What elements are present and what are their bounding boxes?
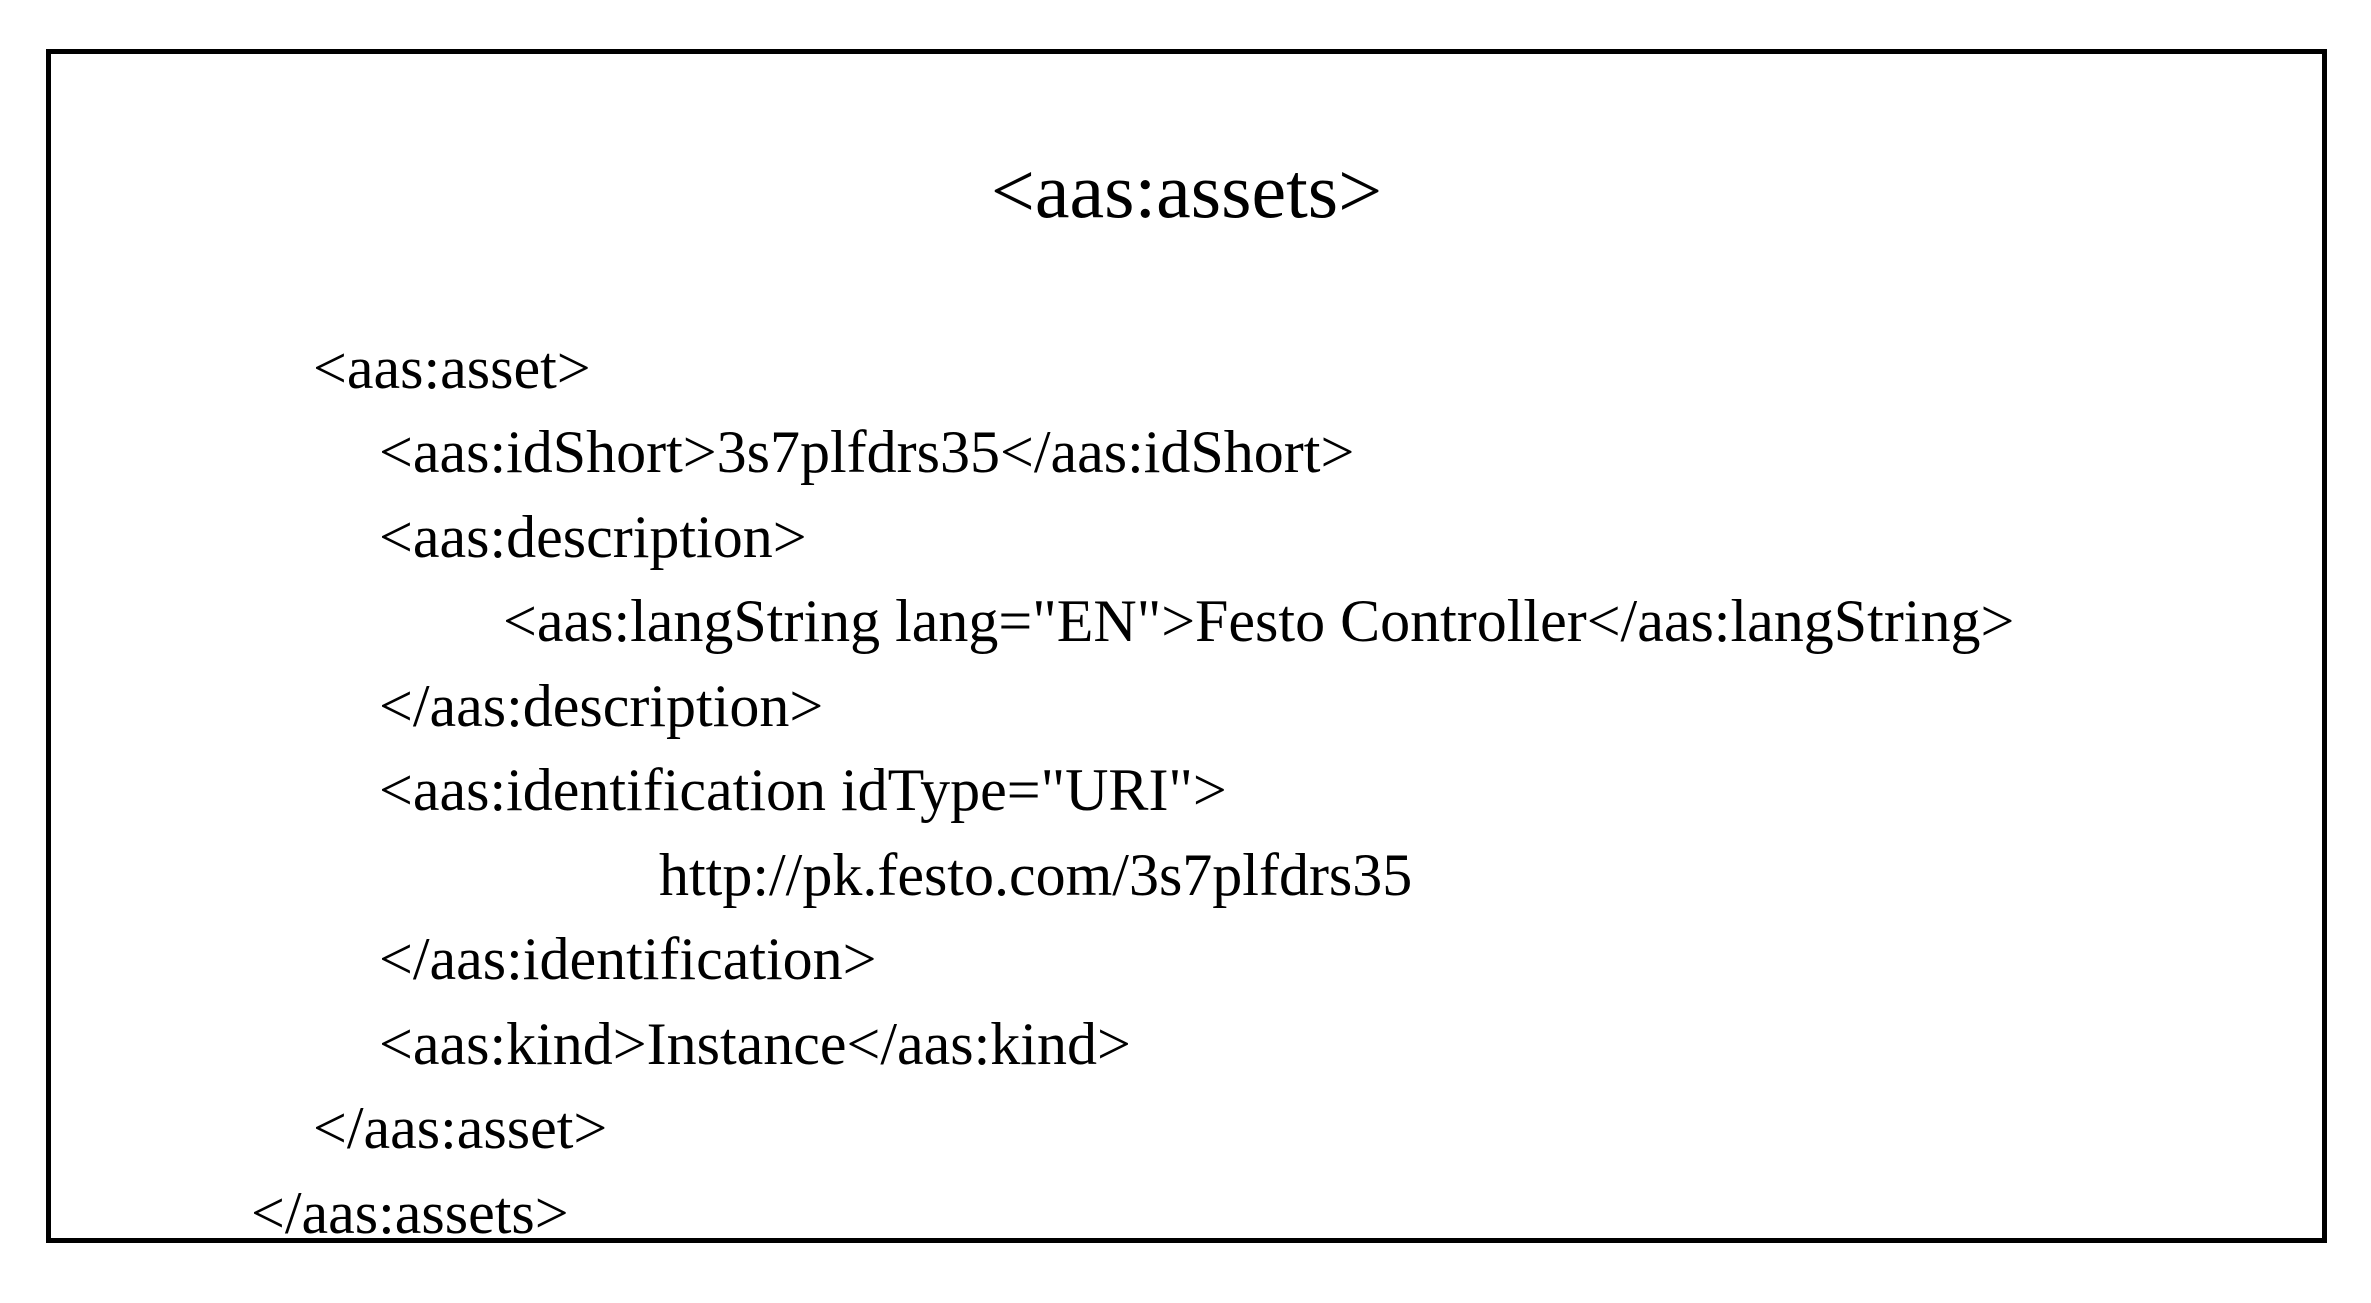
xml-code-line: <aas:kind>Instance</aas:kind> [379,1010,1131,1077]
xml-code-line: <aas:langString lang="EN">Festo Controll… [503,588,2015,655]
xml-code-line: </aas:assets> [251,1179,569,1246]
xml-root-open-tag: <aas:assets> [990,147,1383,234]
xml-code-line: <aas:asset> [313,334,591,401]
xml-code-line: <aas:description> [379,503,807,570]
code-lines: <aas:asset> <aas:idShort>3s7plfdrs35</aas… [51,326,2322,1256]
xml-code-line: </aas:description> [379,672,824,739]
xml-code-line: <aas:idShort>3s7plfdrs35</aas:idShort> [379,419,1355,486]
xml-code-line: </aas:asset> [313,1095,608,1162]
figure-border: <aas:assets> <aas:asset> <aas:idShort>3s7… [46,49,2327,1246]
xml-code-line: </aas:identification> [379,926,877,993]
xml-code-line: <aas:identification idType="URI"> [379,757,1227,824]
xml-code-line: http://pk.festo.com/3s7plfdrs35 [659,841,1413,908]
